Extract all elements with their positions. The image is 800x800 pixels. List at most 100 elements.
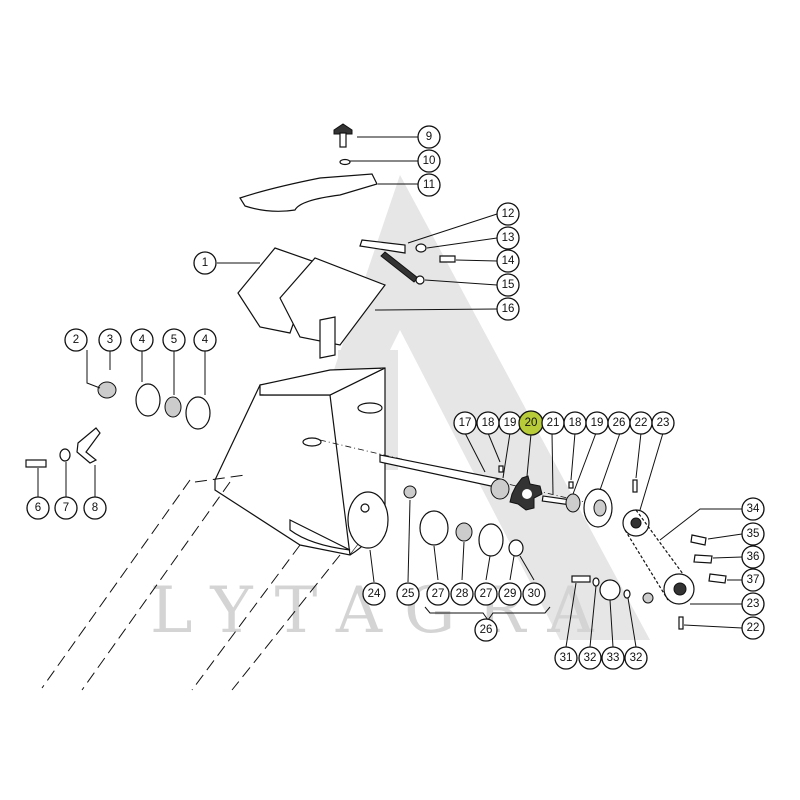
svg-text:20: 20 xyxy=(525,417,538,429)
callout-18-b[interactable]: 18 xyxy=(563,411,587,435)
svg-text:36: 36 xyxy=(747,551,760,563)
watermark-triangle xyxy=(300,175,650,640)
svg-text:15: 15 xyxy=(502,279,515,291)
svg-text:28: 28 xyxy=(456,588,469,600)
svg-text:1: 1 xyxy=(202,257,208,269)
callout-25[interactable]: 25 xyxy=(396,582,420,606)
svg-text:3: 3 xyxy=(107,334,113,346)
callout-27-b[interactable]: 27 xyxy=(474,582,498,606)
svg-text:22: 22 xyxy=(747,622,760,634)
svg-text:31: 31 xyxy=(560,652,573,664)
callout-29[interactable]: 29 xyxy=(498,582,522,606)
svg-text:23: 23 xyxy=(657,417,670,429)
callout-30[interactable]: 30 xyxy=(522,582,546,606)
callout-24[interactable]: 24 xyxy=(362,582,386,606)
callout-14[interactable]: 14 xyxy=(496,249,520,273)
callout-22-a[interactable]: 22 xyxy=(629,411,653,435)
callout-23-a[interactable]: 23 xyxy=(651,411,675,435)
callout-21[interactable]: 21 xyxy=(541,411,565,435)
svg-text:22: 22 xyxy=(635,417,648,429)
callout-12[interactable]: 12 xyxy=(496,202,520,226)
svg-text:10: 10 xyxy=(423,155,436,167)
bearing-stack xyxy=(347,491,654,604)
svg-text:19: 19 xyxy=(591,417,604,429)
svg-text:2: 2 xyxy=(73,334,79,346)
wing-bolt xyxy=(333,123,353,166)
callout-13[interactable]: 13 xyxy=(496,226,520,250)
callout-7[interactable]: 7 xyxy=(54,496,78,520)
svg-text:11: 11 xyxy=(423,179,435,191)
callout-4-b[interactable]: 4 xyxy=(193,328,217,352)
svg-text:5: 5 xyxy=(171,334,177,346)
svg-text:17: 17 xyxy=(459,417,472,429)
callout-23-b[interactable]: 23 xyxy=(741,592,765,616)
svg-text:32: 32 xyxy=(584,652,597,664)
callout-26-b[interactable]: 26 xyxy=(474,618,498,642)
callout-15[interactable]: 15 xyxy=(496,273,520,297)
svg-text:25: 25 xyxy=(402,588,415,600)
callout-1[interactable]: 1 xyxy=(193,251,217,275)
callouts: 1 2 3 4 5 4 6 7 8 9 10 11 12 13 14 15 16… xyxy=(26,125,765,670)
svg-text:37: 37 xyxy=(747,574,760,586)
callout-32-a[interactable]: 32 xyxy=(578,646,602,670)
callout-10[interactable]: 10 xyxy=(417,149,441,173)
callout-34[interactable]: 34 xyxy=(741,497,765,521)
callout-19-a[interactable]: 19 xyxy=(498,411,522,435)
callout-4-a[interactable]: 4 xyxy=(130,328,154,352)
callout-19-b[interactable]: 19 xyxy=(585,411,609,435)
small-sprocket xyxy=(498,465,581,513)
callout-28[interactable]: 28 xyxy=(450,582,474,606)
callout-11[interactable]: 11 xyxy=(417,173,441,197)
drive-chain-assembly xyxy=(583,479,727,630)
callout-36[interactable]: 36 xyxy=(741,545,765,569)
callout-17[interactable]: 17 xyxy=(453,411,477,435)
svg-text:18: 18 xyxy=(569,417,582,429)
callout-37[interactable]: 37 xyxy=(741,568,765,592)
svg-text:13: 13 xyxy=(502,232,515,244)
svg-text:18: 18 xyxy=(482,417,495,429)
svg-text:23: 23 xyxy=(747,598,760,610)
svg-text:33: 33 xyxy=(607,652,620,664)
callout-6[interactable]: 6 xyxy=(26,496,50,520)
callout-26-a[interactable]: 26 xyxy=(607,411,631,435)
svg-text:6: 6 xyxy=(35,502,41,514)
main-housing xyxy=(214,367,386,556)
callout-27-a[interactable]: 27 xyxy=(426,582,450,606)
callout-9[interactable]: 9 xyxy=(417,125,441,149)
svg-text:4: 4 xyxy=(202,334,209,346)
left-bearing-set xyxy=(25,381,211,468)
callout-20-highlighted[interactable]: 20 xyxy=(518,410,544,436)
callout-31[interactable]: 31 xyxy=(554,646,578,670)
svg-text:34: 34 xyxy=(747,503,760,515)
callout-33[interactable]: 33 xyxy=(601,646,625,670)
callout-22-b[interactable]: 22 xyxy=(741,616,765,640)
svg-text:29: 29 xyxy=(504,588,517,600)
callout-2[interactable]: 2 xyxy=(64,328,88,352)
svg-text:19: 19 xyxy=(504,417,517,429)
svg-text:35: 35 xyxy=(747,528,760,540)
callout-18-a[interactable]: 18 xyxy=(476,411,500,435)
svg-text:7: 7 xyxy=(63,502,69,514)
svg-text:21: 21 xyxy=(547,417,560,429)
callout-16[interactable]: 16 xyxy=(496,297,520,321)
callout-32-b[interactable]: 32 xyxy=(624,646,648,670)
svg-text:12: 12 xyxy=(502,208,515,220)
callout-5[interactable]: 5 xyxy=(162,328,186,352)
svg-text:27: 27 xyxy=(480,588,493,600)
svg-text:26: 26 xyxy=(480,624,493,636)
svg-text:14: 14 xyxy=(502,255,515,267)
svg-text:16: 16 xyxy=(502,303,515,315)
svg-text:8: 8 xyxy=(92,502,98,514)
svg-text:30: 30 xyxy=(528,588,541,600)
svg-text:26: 26 xyxy=(613,417,626,429)
callout-3[interactable]: 3 xyxy=(98,328,122,352)
svg-text:4: 4 xyxy=(139,334,146,346)
leader-lines xyxy=(37,136,743,648)
housing-dashed-outline xyxy=(41,474,341,691)
drive-shaft xyxy=(319,439,611,509)
callout-8[interactable]: 8 xyxy=(83,496,107,520)
callout-35[interactable]: 35 xyxy=(741,522,765,546)
top-cover-plate xyxy=(239,173,378,212)
svg-text:27: 27 xyxy=(432,588,445,600)
